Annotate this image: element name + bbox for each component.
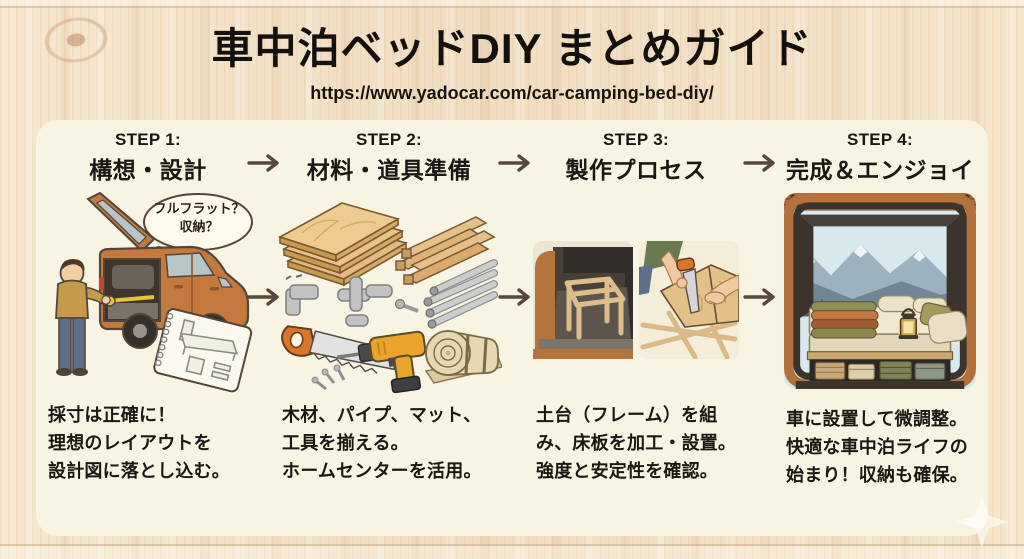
foam-mat-roll [424,329,504,384]
blanket [810,301,879,339]
frame-in-trunk-photo [533,241,633,359]
page-title: 車中泊ベッドDIY まとめガイド [211,25,813,72]
step-4-label: STEP 4: [846,130,914,149]
step-2-description: 木材、パイプ、マット、 工具を揃える。 ホームセンターを活用。 [282,405,482,482]
materials-tools-illustration [277,202,504,394]
suv-car [86,191,250,349]
person-measuring [55,259,111,376]
worker-sawing [639,241,739,314]
step-3-description: 土台（フレーム）を組 み、床板を加工・設置。 強度と安定性を確認。 [536,405,737,482]
thought-bubble-text: フルフラット？ 収納？ [153,201,245,235]
step-2-column: STEP 2: 材料・道具準備 [276,130,504,485]
step-1-label: STEP 1: [114,130,182,149]
arrow-step1-to-step2-icon [247,154,279,172]
measuring-car-illustration [55,191,253,393]
metal-pipes [423,259,498,329]
arrow-step2-to-step3-icon [498,154,530,172]
pillows [877,295,968,344]
bed-frame [564,276,626,340]
step-1-heading: 構想・設計 [89,157,207,183]
step-3-label: STEP 3: [602,130,670,149]
wood-plank-seam-top [0,0,1024,8]
step-4-column: STEP 4: 完成＆エンジョイ [780,130,980,489]
arrow-illustration1-to-2-icon [247,288,279,306]
screws [311,364,346,391]
wood-beams [395,216,496,285]
pipe-elbow [285,274,319,316]
power-drill-icon [337,330,427,394]
under-bed-storage [809,359,951,382]
finished-bed-illustration [784,193,976,389]
step-4-illustration [780,193,980,399]
pipe-joints [337,276,393,327]
step-1-illustration: フルフラット？ 収納？ [42,189,254,395]
design-notebook [153,308,253,393]
step-2-heading: 材料・道具準備 [306,157,472,183]
step-3-illustration [530,189,742,395]
step-1-column: STEP 1: 構想・設計 [42,130,254,485]
plywood-sheets [277,202,409,287]
step-1-description: 採寸は正確に！ 理想のレイアウトを 設計図に落とし込む。 [48,405,230,482]
step-2-label: STEP 2: [355,130,423,149]
arrow-step3-to-step4-icon [743,154,775,172]
wood-plank-seam-bottom [0,544,1024,559]
guide-panel: STEP 1: 構想・設計 [36,120,988,536]
bed-sketch [178,318,239,381]
bumper [795,381,965,389]
lantern [896,308,921,339]
right-pillar [946,214,961,319]
step-3-heading: 製作プロセス [565,157,707,183]
bolt [394,298,419,313]
step-3-column: STEP 3: 製作プロセス [530,130,742,485]
step-4-description: 車に設置して微調整。 快適な車中泊ライフの 始まり！収納も確保。 [786,409,968,486]
sawing-boards-photo [639,241,739,359]
headliner [799,214,961,227]
page-url: https://www.yadocar.com/car-camping-bed-… [310,83,714,103]
sparkle-watermark-icon [956,496,1008,548]
arrow-illustration2-to-3-icon [498,288,530,306]
step-2-illustration [276,189,504,395]
arrow-illustration3-to-4-icon [743,288,775,306]
step-4-heading: 完成＆エンジョイ [786,157,974,183]
left-pillar [799,214,814,319]
